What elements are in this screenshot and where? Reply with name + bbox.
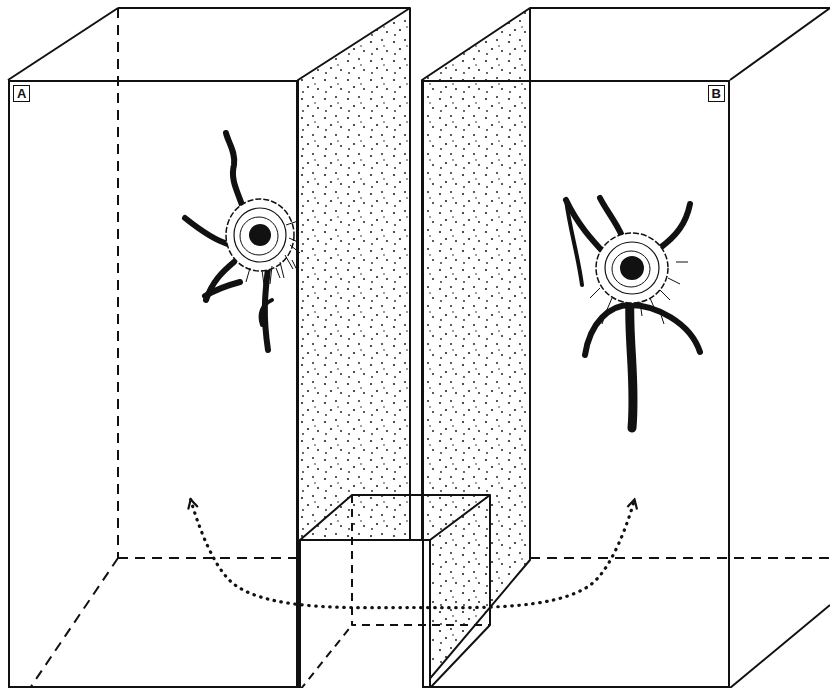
box-outline: B — [422, 80, 730, 688]
box-letter: A — [13, 85, 30, 102]
box-letter: B — [708, 85, 725, 102]
box-outline: A — [8, 80, 298, 688]
transfer-arrow — [191, 500, 635, 608]
box-b-frame — [422, 8, 830, 688]
small-cube — [300, 495, 490, 688]
neuron-cell — [566, 198, 700, 428]
neuron-cell — [185, 133, 300, 350]
